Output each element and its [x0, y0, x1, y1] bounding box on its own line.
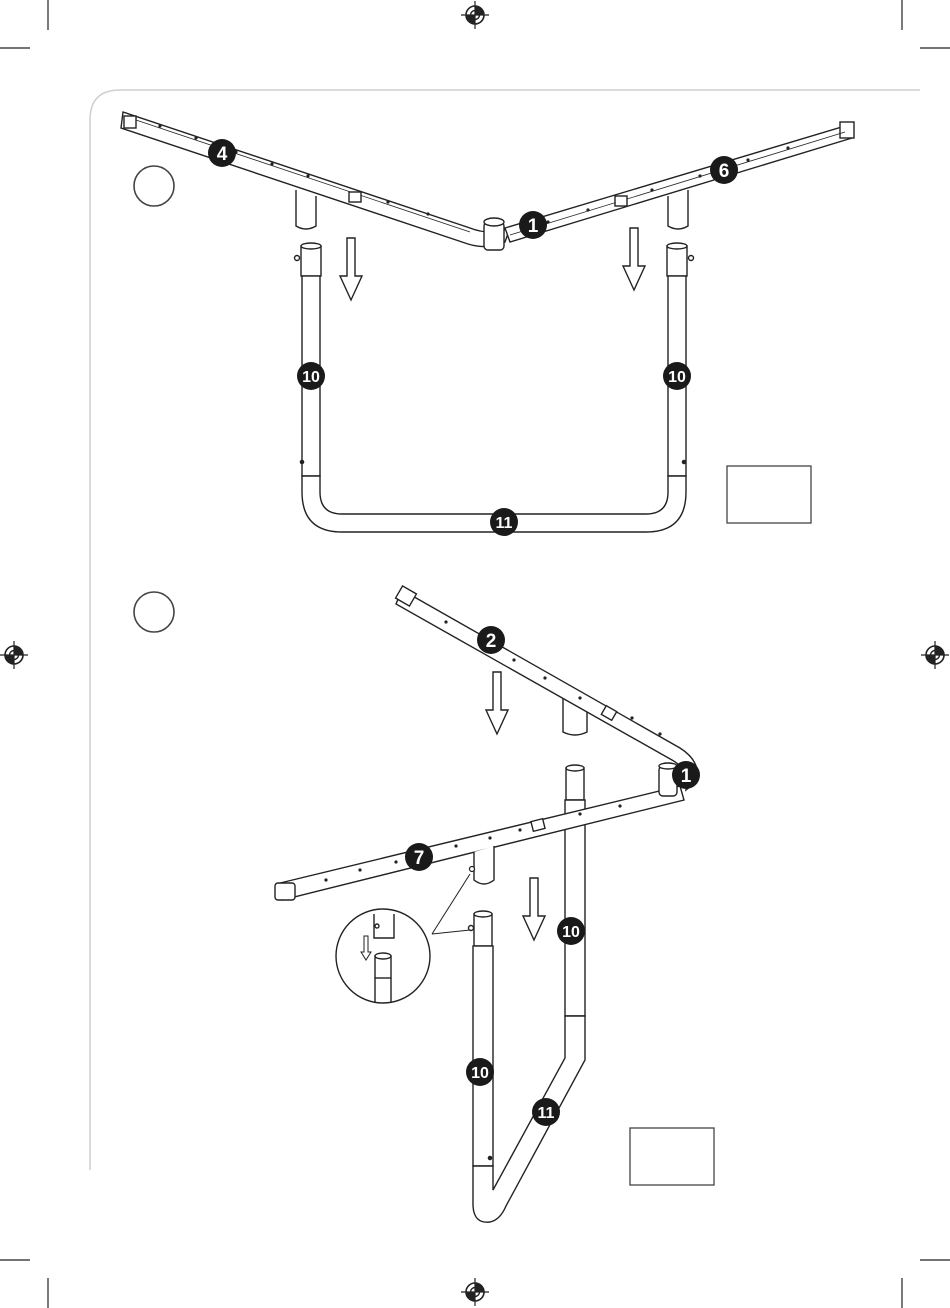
part-badge-1: 1 [519, 211, 547, 239]
part-badge-label: 10 [668, 369, 686, 386]
step-1-number-circle [134, 166, 174, 206]
part-badge-6: 6 [710, 156, 738, 184]
step-2-qty-box [630, 1128, 714, 1185]
front-rail-socket [474, 846, 494, 884]
registration-crosshair-icon [0, 641, 28, 669]
part-badge-4: 4 [208, 139, 236, 167]
part-badge-10: 10 [557, 917, 585, 945]
part-badge-1: 1 [672, 761, 700, 789]
part-badge-7: 7 [405, 843, 433, 871]
back-leg [565, 765, 585, 1016]
back-rail [396, 586, 698, 790]
part-badge-2: 2 [477, 626, 505, 654]
corner-hub [484, 218, 504, 250]
step-1-figure: 4 6 1 10 10 11 [121, 112, 854, 536]
step-2-figure: 2 1 7 10 10 11 [134, 586, 714, 1222]
part-badge-10: 10 [663, 362, 691, 390]
part-badge-11: 11 [532, 1098, 560, 1126]
down-arrow-icon [523, 878, 545, 940]
part-badge-label: 1 [528, 216, 539, 237]
part-badge-11: 11 [490, 508, 518, 536]
part-badge-label: 11 [538, 1105, 555, 1122]
part-badge-label: 1 [681, 766, 692, 787]
part-badge-10: 10 [297, 362, 325, 390]
part-badge-label: 6 [719, 161, 730, 182]
part-badge-label: 10 [471, 1065, 489, 1082]
part-badge-label: 10 [302, 369, 320, 386]
part-badge-label: 2 [486, 631, 497, 652]
right-leg [667, 243, 694, 476]
down-arrow-icon [623, 228, 645, 290]
part-badge-10: 10 [466, 1058, 494, 1086]
part-badge-label: 7 [414, 848, 425, 869]
left-leg [295, 243, 322, 476]
down-arrow-icon [486, 672, 508, 734]
part-badge-label: 11 [496, 515, 513, 532]
down-arrow-icon [340, 238, 362, 300]
page-panel-border [90, 90, 920, 1170]
front-leg [469, 911, 494, 1166]
part-badge-label: 10 [562, 924, 580, 941]
step-1-qty-box [727, 466, 811, 523]
registration-crosshair-icon [461, 1, 489, 29]
registration-crosshair-icon [921, 641, 949, 669]
registration-crosshair-icon [461, 1278, 489, 1306]
step-2-number-circle [134, 592, 174, 632]
part-badge-label: 4 [217, 144, 228, 165]
magnifier-detail-circle-icon [336, 874, 470, 1003]
